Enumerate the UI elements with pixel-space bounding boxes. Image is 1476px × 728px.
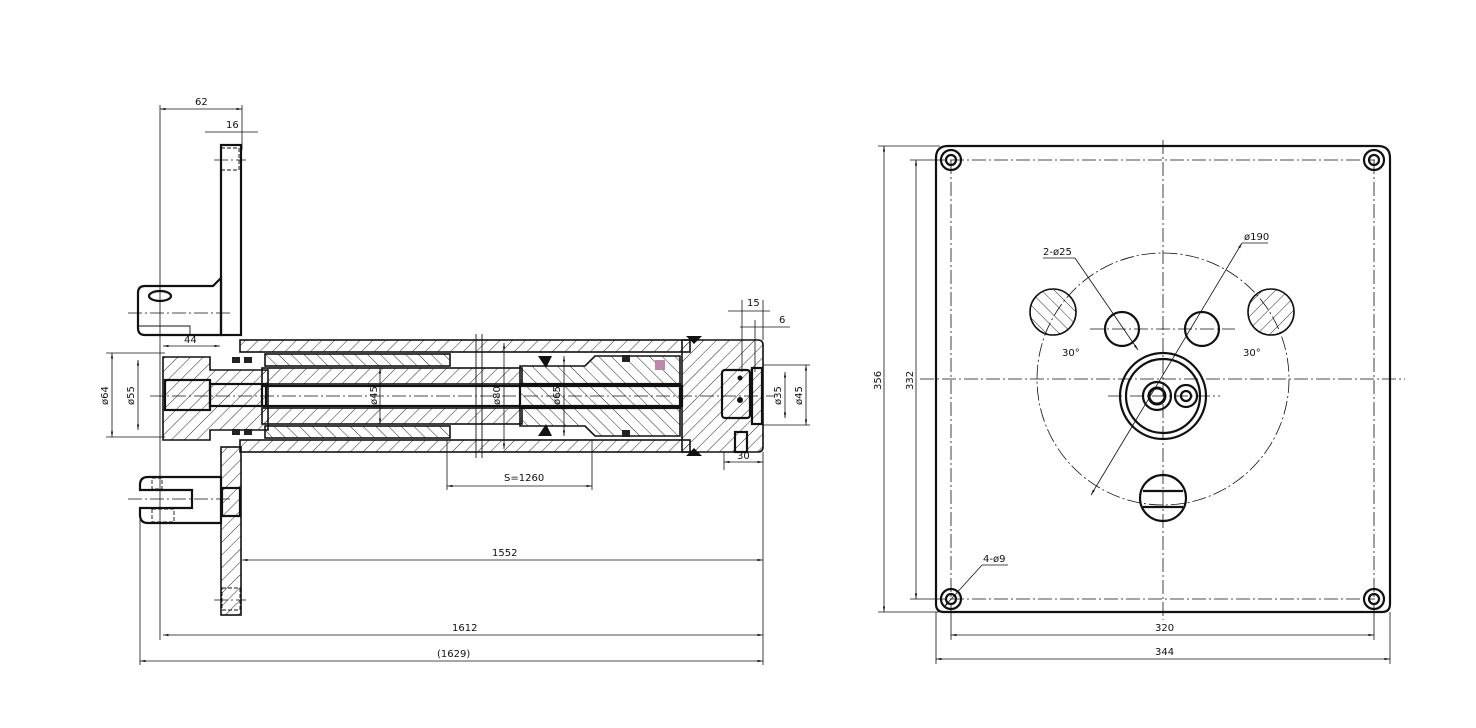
end-plate <box>934 144 1392 614</box>
upper-clevis <box>128 275 230 337</box>
dim-1629: (1629) <box>437 649 470 660</box>
dim-dia-45-port: ø45 <box>794 386 805 405</box>
lower-clevis <box>128 475 230 525</box>
dim-344: 344 <box>1155 647 1174 658</box>
dim-44: 44 <box>184 335 197 346</box>
dim-pitch-circle: ø190 <box>1244 232 1269 243</box>
mounting-flange <box>214 143 246 616</box>
cylinder-barrel <box>232 334 691 458</box>
dim-1612: 1612 <box>452 623 477 634</box>
end-view: 2-ø25 ø190 30° 30° 4-ø9 356 332 320 344 <box>873 140 1405 664</box>
dim-mount-holes: 4-ø9 <box>983 554 1005 565</box>
dim-16: 16 <box>226 120 239 131</box>
dim-1552: 1552 <box>492 548 517 559</box>
dim-30: 30 <box>737 451 750 462</box>
dim-dia-80: ø80 <box>492 386 503 405</box>
dim-angle-right: 30° <box>1243 348 1261 359</box>
dim-62: 62 <box>195 97 208 108</box>
dim-332: 332 <box>905 371 916 390</box>
dim-port-holes: 2-ø25 <box>1043 247 1072 258</box>
dim-dia-64: ø64 <box>100 386 111 405</box>
dim-dia-35: ø35 <box>773 386 784 405</box>
dim-356: 356 <box>873 371 884 390</box>
dim-stroke: S=1260 <box>504 473 544 484</box>
dim-dia-65: ø65 <box>552 386 563 405</box>
mount-holes <box>939 148 1386 611</box>
side-dimensions: 62 16 44 ø64 ø55 ø45 ø80 ø65 <box>100 97 810 665</box>
dim-dia-55: ø55 <box>126 386 137 405</box>
pitch-circle <box>1036 252 1290 506</box>
dim-dia-45-rod: ø45 <box>369 386 380 405</box>
rod-end <box>162 356 269 441</box>
dim-angle-left: 30° <box>1062 348 1080 359</box>
dim-6: 6 <box>779 315 785 326</box>
side-section-view: 62 16 44 ø64 ø55 ø45 ø80 ø65 <box>100 97 810 665</box>
dim-320: 320 <box>1155 623 1174 634</box>
dim-15: 15 <box>747 298 760 309</box>
